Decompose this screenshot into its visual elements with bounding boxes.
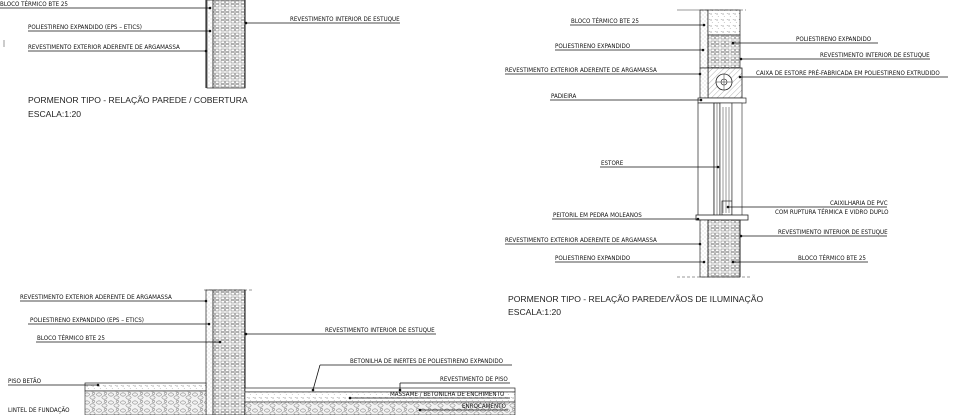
label-caixa-estore: CAIXA DE ESTORE PRÉ-FABRICADA EM POLIEST… — [756, 68, 940, 77]
label-int-right-top: REVESTIMENTO INTERIOR DE ESTUQUE — [820, 52, 930, 59]
label-ext-render: REVESTIMENTO EXTERIOR ADERENTE DE ARGAMA… — [20, 294, 172, 301]
label-bloco-top: BLOCO TÉRMICO BTE 25 — [571, 16, 639, 25]
roof-detail-scale: ESCALA:1:20 — [28, 109, 81, 119]
label-ext-bottom: REVESTIMENTO EXTERIOR ADERENTE DE ARGAMA… — [505, 237, 657, 244]
roof-detail-title: PORMENOR TIPO - RELAÇÃO PAREDE / COBERTU… — [28, 95, 248, 105]
label-peitoril: PEITORIL EM PEDRA MOLEANOS — [553, 212, 642, 219]
label-rev-piso: REVESTIMENTO DE PISO — [440, 376, 508, 383]
window-detail-title: PORMENOR TIPO - RELAÇÃO PAREDE/VÃOS DE I… — [508, 294, 763, 304]
label-padieira: PADIEIRA — [551, 93, 576, 100]
label-eps: POLIESTIRENO EXPANDIDO (EPS – ETICS) — [28, 24, 142, 31]
label-int-render: REVESTIMENTO INTERIOR DE ESTUQUE — [325, 327, 435, 334]
label-bloco: BLOCO TÉRMICO BTE 25 — [37, 333, 105, 342]
label-eps-bottom: POLIESTIRENO EXPANDIDO — [555, 255, 631, 262]
roof-wall-section — [205, 0, 246, 89]
label-caixilharia-2: COM RUPTURA TÉRMICA E VIDRO DUPLO — [775, 207, 889, 216]
label-bloco: BLOCO TÉRMICO BTE 25 — [0, 0, 68, 8]
label-bloco-bottom: BLOCO TÉRMICO BTE 25 — [798, 253, 866, 262]
floor-detail: REVESTIMENTO EXTERIOR ADERENTE DE ARGAMA… — [8, 289, 516, 415]
label-caixilharia: CAIXILHARIA DE PVC — [830, 200, 888, 207]
label-eps-right: POLIESTIRENO EXPANDIDO — [796, 36, 872, 43]
leader-lines — [505, 23, 948, 264]
label-lintel: LINTEL DE FUNDAÇÃO — [8, 405, 70, 414]
label-massame: MASSAME / BETONILHA DE ENCHIMENTO — [390, 391, 505, 398]
label-int-right-bottom: REVESTIMENTO INTERIOR DE ESTUQUE — [778, 229, 888, 236]
label-enrocamento: ENROCAMENTO — [462, 403, 507, 410]
floor-wall-section — [84, 289, 516, 415]
window-wall-section — [677, 9, 750, 278]
label-eps: POLIESTIRENO EXPANDIDO (EPS – ETICS) — [30, 317, 144, 324]
leader-lines — [8, 299, 512, 412]
label-piso-betao: PISO BETÃO — [8, 376, 42, 385]
label-int-render: REVESTIMENTO INTERIOR DE ESTUQUE — [290, 16, 400, 23]
label-estore: ESTORE — [601, 160, 624, 167]
leader-lines — [0, 6, 400, 53]
label-betonilha: BETONILHA DE INERTES DE POLIESTIRENO EXP… — [350, 358, 504, 365]
label-ext-top: REVESTIMENTO EXTERIOR ADERENTE DE ARGAMA… — [505, 67, 657, 74]
window-detail: BLOCO TÉRMICO BTE 25 POLIESTIRENO EXPAND… — [505, 9, 948, 317]
label-eps-top: POLIESTIRENO EXPANDIDO — [555, 43, 631, 50]
window-detail-scale: ESCALA:1:20 — [508, 307, 561, 317]
roof-detail: BLOCO TÉRMICO BTE 25 POLIESTIRENO EXPAND… — [0, 0, 400, 119]
label-ext-render: REVESTIMENTO EXTERIOR ADERENTE DE ARGAMA… — [28, 44, 180, 51]
